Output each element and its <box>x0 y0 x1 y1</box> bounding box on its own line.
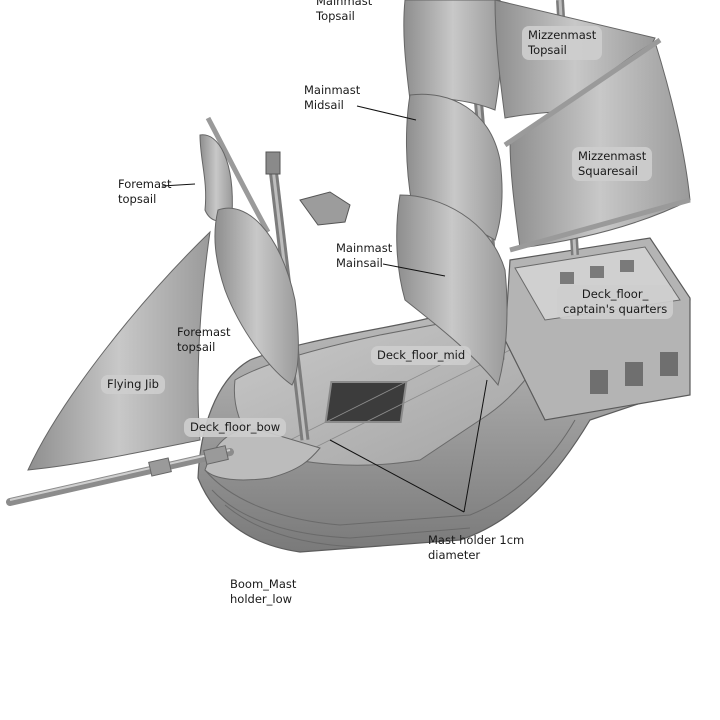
label-line: topsail <box>118 192 157 206</box>
label-deck-floor-captains-quarters: Deck_floor_ captain's quarters <box>557 285 674 319</box>
label-line: topsail <box>177 340 216 354</box>
label-line: Deck_floor_mid <box>377 348 466 362</box>
captains-quarters <box>504 237 691 421</box>
label-mizzenmast-topsail: Mizzenmast Topsail <box>522 26 603 60</box>
label-line: Mast holder 1cm <box>428 533 525 547</box>
label-deck-floor-bow: Deck_floor_bow <box>184 418 287 437</box>
label-line: Mainsail <box>336 256 383 270</box>
flying-jib-sail <box>27 230 211 471</box>
label-foremast-topsail-upper: Foremast topsail <box>118 177 172 207</box>
leader-foremast-topsail <box>161 183 196 187</box>
label-line: diameter <box>428 548 481 562</box>
leader-mainmast-mainsail <box>382 263 446 277</box>
foremast <box>199 116 351 441</box>
leader-lines <box>161 105 488 513</box>
label-line: captain's quarters <box>563 302 668 316</box>
label-deck-floor-mid: Deck_floor_mid <box>371 346 472 365</box>
label-line: Deck_floor_ <box>581 287 649 301</box>
label-line: Deck_floor_bow <box>190 420 281 434</box>
label-line: Midsail <box>304 98 344 112</box>
label-line: Mainmast <box>316 0 373 8</box>
leader-mast-holder-b <box>329 439 465 513</box>
label-line: Foremast <box>118 177 172 191</box>
label-boom-mast-holder: Boom_Mast holder_low <box>230 577 296 607</box>
label-line: Mizzenmast <box>528 28 597 42</box>
label-line: holder_low <box>230 592 293 606</box>
label-line: Mainmast <box>336 241 393 255</box>
boom-bowsprit <box>6 445 234 506</box>
label-line: Topsail <box>528 43 567 57</box>
leader-mainmast-midsail <box>356 105 417 121</box>
label-line: Squaresail <box>578 164 638 178</box>
label-line: Mizzenmast <box>578 149 647 163</box>
label-line: Boom_Mast <box>230 577 297 591</box>
leader-mast-holder-a <box>463 379 488 513</box>
label-mainmast-midsail: Mainmast Midsail <box>304 83 360 113</box>
label-line: Foremast <box>177 325 231 339</box>
mainmast <box>396 0 557 387</box>
label-mizzenmast-squaresail: Mizzenmast Squaresail <box>572 147 653 181</box>
label-flying-jib: Flying Jib <box>101 375 165 394</box>
label-mast-holder: Mast holder 1cm diameter <box>428 533 524 563</box>
label-line: Flying Jib <box>107 377 159 391</box>
label-foremast-topsail-lower: Foremast topsail <box>177 325 231 355</box>
label-line: Mainmast <box>304 83 361 97</box>
label-line: Topsail <box>316 9 355 23</box>
label-mainmast-topsail: Mainmast Topsail <box>316 0 372 24</box>
deck-floor-bow-shape <box>204 428 321 481</box>
label-mainmast-mainsail: Mainmast Mainsail <box>336 241 392 271</box>
